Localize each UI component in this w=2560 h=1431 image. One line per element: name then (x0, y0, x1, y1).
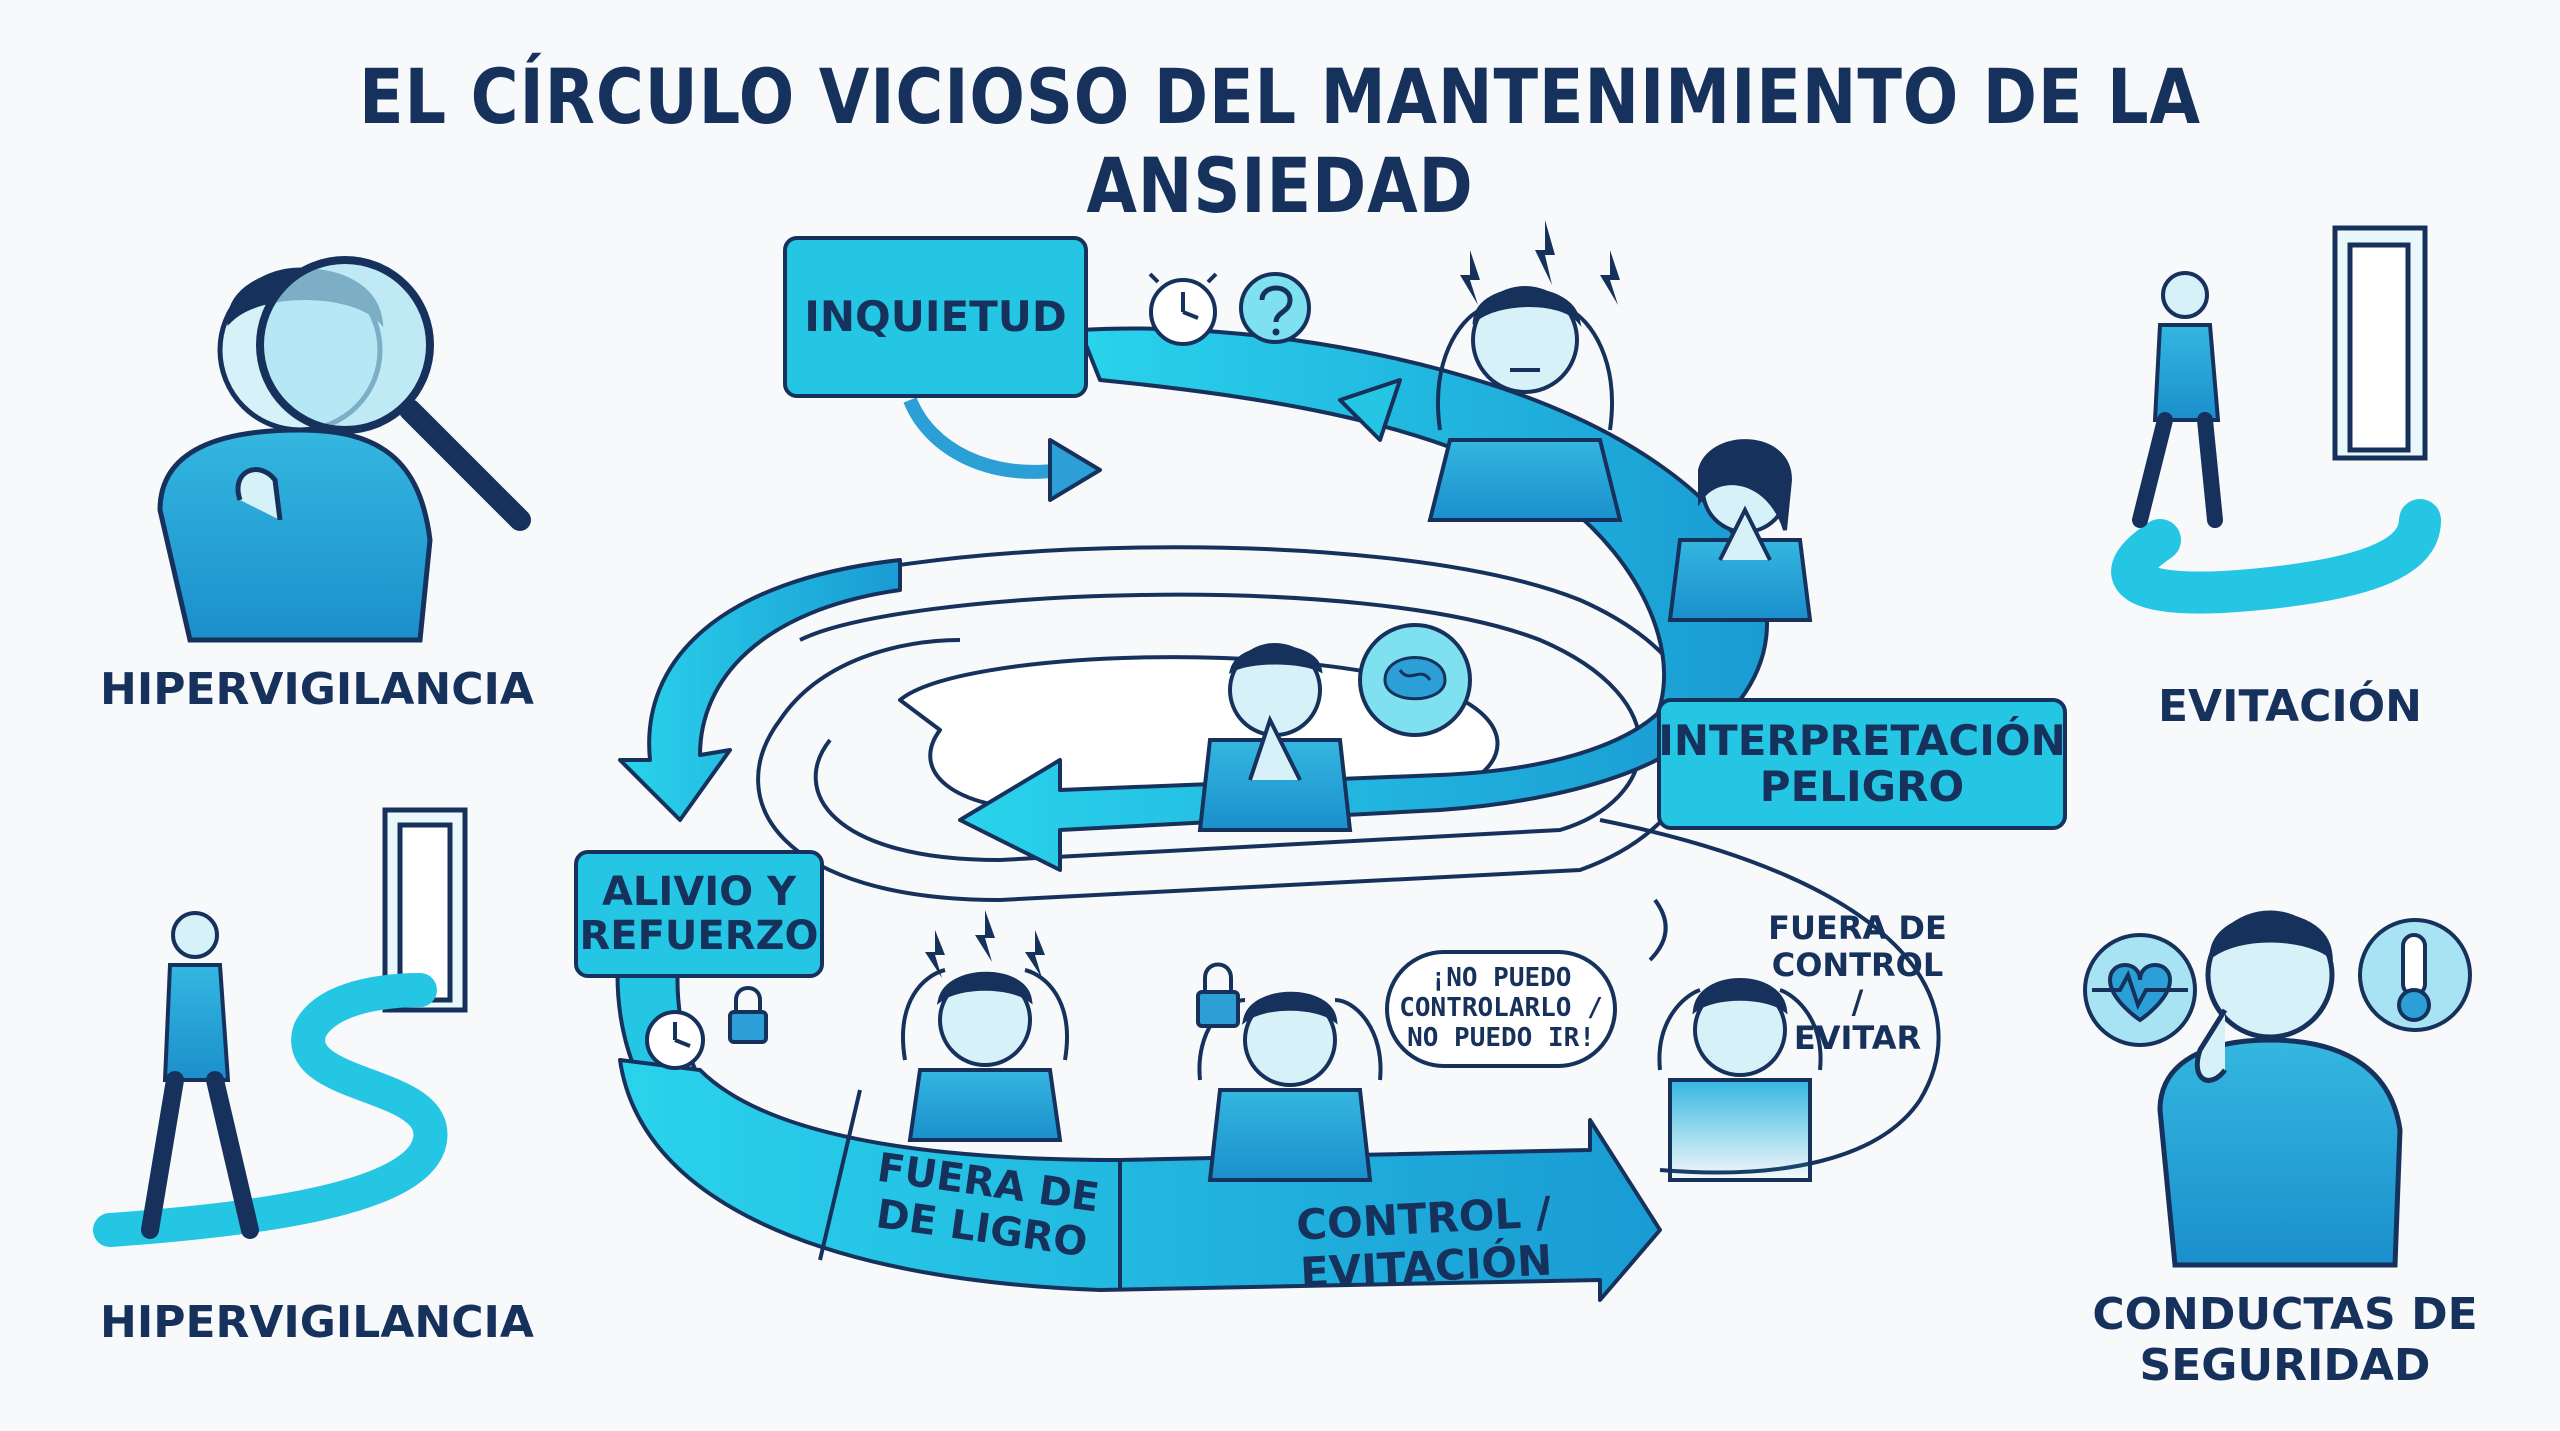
figure-walking-right (2132, 271, 2223, 528)
magnifier-icon (256, 256, 531, 531)
label-conductas-seguridad: CONDUCTAS DE SEGURIDAD (2090, 1289, 2480, 1391)
speech-line1: ¡NO PUEDO (1430, 963, 1572, 994)
lightning-icon (925, 910, 1045, 978)
conductas-line2: SEGURIDAD (2139, 1339, 2431, 1391)
box-alivio-line1: ALIVIO Y (601, 869, 797, 915)
fuera-control-line2: CONTROL / (1771, 945, 1944, 1021)
heart-monitor-icon (2083, 933, 2197, 1047)
figure-stressed-left (901, 968, 1069, 1142)
figure-walking-left (141, 911, 259, 1239)
path-walkway-left (93, 973, 448, 1247)
box-alivio-refuerzo: ALIVIO Y REFUERZO (574, 850, 824, 978)
figure-breathing (1197, 643, 1353, 832)
figure-worried-woman (1667, 439, 1813, 622)
label-hipervigilancia-top: HIPERVIGILANCIA (100, 664, 534, 715)
door-icon (2332, 225, 2428, 461)
clock-icon (645, 1010, 705, 1070)
alarm-clock-icon (1148, 272, 1218, 346)
brain-icon (1358, 623, 1472, 737)
question-bubble-icon (1239, 272, 1311, 344)
lightning-icon (1460, 220, 1620, 305)
box-interpretacion-peligro: INTERPRETACIÓN PELIGRO (1657, 698, 2067, 830)
label-evitacion: EVITACIÓN (2157, 681, 2423, 732)
path-walkway-right (2111, 499, 2441, 614)
label-hipervigilancia-bottom: HIPERVIGILANCIA (100, 1297, 534, 1348)
conductas-line1: CONDUCTAS DE (2092, 1289, 2478, 1340)
figure-safety-behaviors (2157, 910, 2403, 1268)
padlock-icon (1196, 962, 1240, 1028)
thermometer-icon (2358, 918, 2472, 1032)
box-interpretacion-line2: PELIGRO (1759, 762, 1965, 811)
figure-distressed-right (1648, 898, 1823, 1182)
speech-bubble: ¡NO PUEDO CONTROLARLO / NO PUEDO IR! (1385, 950, 1617, 1068)
box-alivio-line2: REFUERZO (579, 913, 819, 959)
box-inquietud: INQUIETUD (783, 236, 1088, 398)
fuera-control-line1: FUERA DE (1768, 909, 1947, 947)
figure-stressed-top (1427, 286, 1623, 522)
padlock-icon (728, 986, 768, 1044)
box-interpretacion-line1: INTERPRETACIÓN (1658, 715, 2066, 765)
box-inquietud-label: INQUIETUD (804, 291, 1067, 341)
speech-line2: CONTROLARLO / (1399, 993, 1603, 1024)
fuera-control-line3: EVITAR (1793, 1019, 1922, 1058)
page-title: EL CÍRCULO VICIOSO DEL MANTENIMIENTO DE … (359, 52, 2201, 230)
label-fuera-control-evitar: FUERA DE CONTROL / EVITAR (1765, 910, 1950, 1057)
speech-line3: NO PUEDO IR! (1407, 1022, 1595, 1053)
